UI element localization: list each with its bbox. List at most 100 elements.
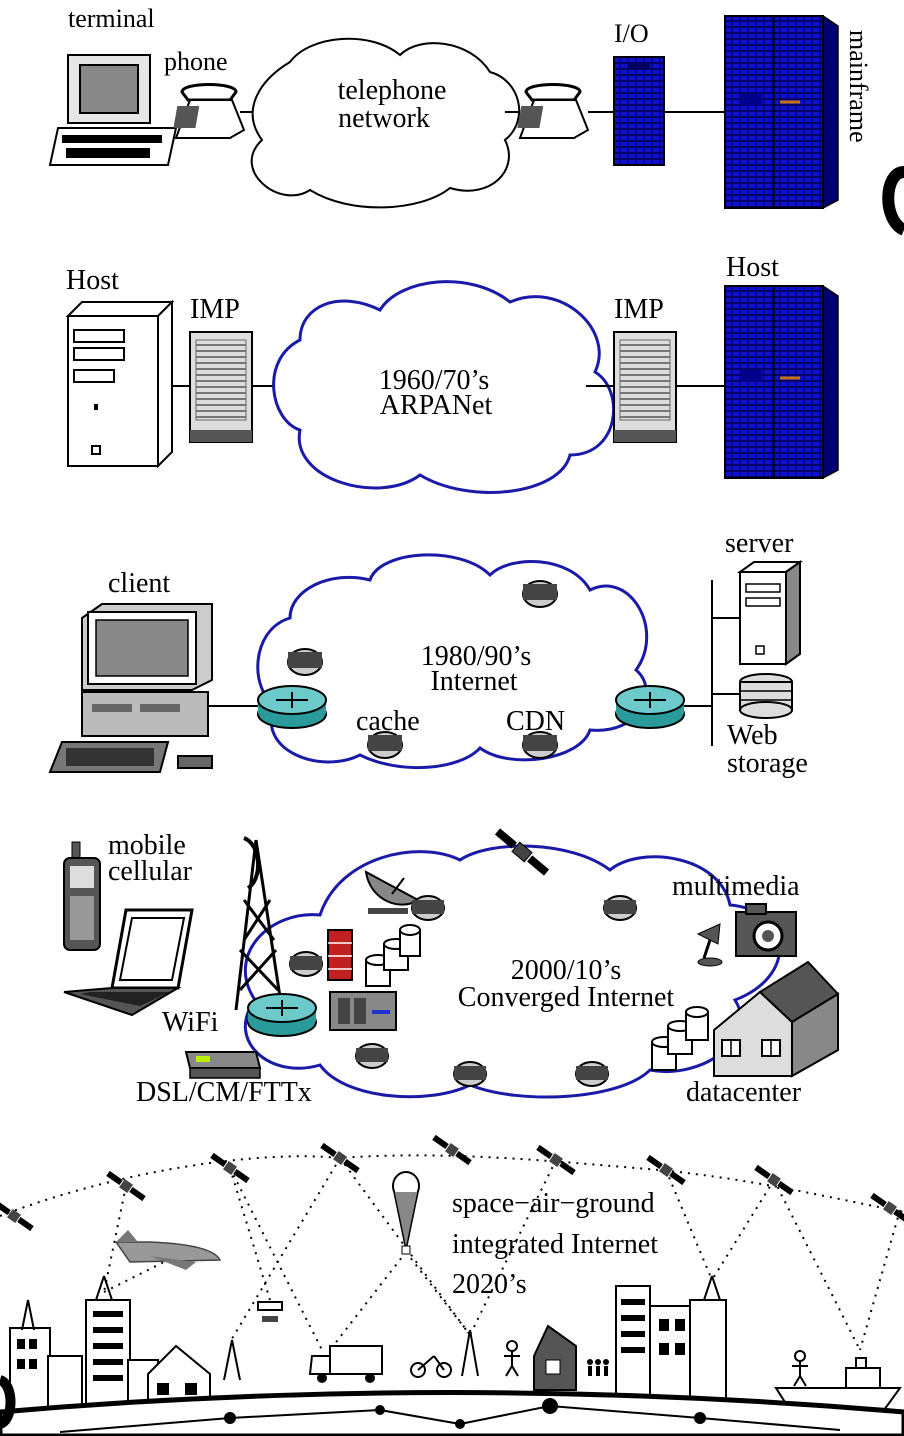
telephone-network-label-1: telephone	[338, 75, 447, 106]
camera-icon	[735, 903, 797, 957]
satellite-icon	[494, 828, 550, 876]
converged-label-1: 2000/10’s	[511, 955, 621, 986]
satellite-icon	[646, 1154, 686, 1186]
phone-label: phone	[164, 47, 228, 76]
satellite-icon	[0, 1200, 34, 1232]
ground-network-links	[59, 1405, 841, 1433]
city-skyline-right	[615, 1285, 727, 1413]
datacenter-label: datacenter	[686, 1077, 802, 1108]
cache-disk-icon	[522, 580, 558, 608]
dsl-modem-icon	[184, 1051, 262, 1079]
converged-label-2: Converged Internet	[458, 982, 675, 1013]
satellite-icon	[106, 1170, 146, 1202]
imp-right-label: IMP	[614, 294, 664, 325]
satellite-icon	[754, 1164, 794, 1196]
router-left-icon	[257, 685, 327, 729]
server-label: server	[725, 528, 794, 559]
satellite-icon	[320, 1142, 360, 1174]
satellite-icon	[870, 1192, 904, 1224]
cache-disk-icon	[355, 1043, 389, 1069]
cdn-disk-icon	[522, 731, 558, 759]
phone-icon	[517, 83, 590, 139]
telephone-network-cloud	[250, 37, 521, 209]
person-icon	[504, 1340, 520, 1377]
city-skyline-left	[9, 1299, 211, 1413]
cache-disk-icon	[287, 648, 323, 676]
space-air-ground-label-3: 2020’s	[452, 1269, 527, 1300]
cdn-label: CDN	[506, 706, 565, 737]
panel-2-arpanet-era: 1960/70’s ARPANet Host IMP IMP Host	[65, 252, 839, 494]
cache-disk-icon	[411, 895, 445, 921]
dsl-label: DSL/CM/FTTx	[136, 1077, 312, 1108]
balloon-icon	[392, 1171, 420, 1255]
host-right-label: Host	[726, 252, 779, 283]
terminal-label: terminal	[68, 4, 155, 33]
imp-left-label: IMP	[190, 294, 240, 325]
router-wifi-icon	[247, 993, 317, 1037]
client-computer-icon	[48, 603, 213, 773]
cache-label: cache	[356, 706, 420, 737]
arpanet-label-2: ARPANet	[380, 390, 493, 421]
ground-antenna-icon	[21, 1275, 721, 1381]
firewall-icon	[327, 929, 353, 981]
airplane-icon	[114, 1230, 222, 1270]
cache-disk-icon	[289, 951, 323, 977]
cache-disk-icon	[575, 1061, 609, 1087]
internet-label-2: Internet	[430, 666, 517, 697]
server-cluster-icon	[365, 924, 421, 987]
datacenter-building-icon	[713, 960, 840, 1078]
imp-right-icon	[613, 331, 677, 443]
earth-ground-arc	[0, 1390, 904, 1436]
internet-label-1: 1980/90’s	[421, 641, 531, 672]
wifi-label: WiFi	[162, 1007, 219, 1038]
telephone-network-label-2: network	[338, 103, 430, 134]
person-icon	[792, 1350, 808, 1387]
mobile-label-1: mobile	[108, 830, 186, 861]
client-label: client	[108, 568, 170, 599]
drone-icon	[257, 1301, 283, 1322]
mainframe-label: mainframe	[844, 30, 873, 143]
datacenter-storage-icon	[651, 1006, 709, 1071]
mainframe-icon	[724, 14, 839, 210]
satellite-icon	[536, 1144, 576, 1176]
terminal-icon	[48, 54, 178, 166]
laptop-icon	[63, 908, 194, 1017]
cyclist-icon	[410, 1355, 452, 1378]
panel-1-telephone-era: telephone network terminal phone I/O mai…	[48, 4, 904, 236]
space-air-ground-label-2: integrated Internet	[452, 1229, 658, 1260]
io-unit-icon	[613, 56, 665, 166]
cropped-glyph-right-edge	[882, 166, 904, 236]
panel-5-space-air-ground: space−air−ground integrated Internet 202…	[0, 1134, 904, 1436]
ground-network-nodes	[224, 1398, 706, 1429]
satellite-icon	[432, 1134, 472, 1166]
imp-left-icon	[189, 331, 253, 443]
web-storage-icon	[739, 673, 793, 719]
cache-disk-icon	[453, 1061, 487, 1087]
web-label-1: Web	[727, 720, 778, 751]
phone-icon	[173, 83, 246, 139]
blade-server-icon	[329, 991, 397, 1031]
panel-4-converged-internet-era: 2000/10’s Converged Internet	[63, 828, 840, 1108]
host-tower-icon	[65, 299, 175, 469]
host-mainframe-icon	[724, 284, 839, 480]
router-right-icon	[615, 685, 685, 729]
cache-disk-icon	[603, 895, 637, 921]
arpanet-label-1: 1960/70’s	[379, 365, 489, 396]
truck-icon	[308, 1345, 383, 1383]
arpanet-cloud	[272, 280, 616, 494]
satellite-icon	[210, 1152, 250, 1184]
server-icon	[736, 560, 804, 666]
cell-tower-icon	[234, 836, 284, 1011]
cache-disk-icon	[367, 731, 403, 759]
panel-3-internet-era: 1980/90’s Internet	[48, 528, 808, 779]
mobile-label-2: cellular	[108, 856, 193, 887]
host-left-label: Host	[66, 265, 119, 296]
web-label-2: storage	[727, 748, 808, 779]
space-air-ground-label-1: space−air−ground	[452, 1188, 655, 1219]
satellite-links	[0, 1154, 904, 1351]
io-label: I/O	[614, 19, 649, 48]
ground-building-icon	[533, 1324, 577, 1391]
mobile-phone-icon	[63, 841, 101, 951]
multimedia-label: multimedia	[672, 871, 800, 902]
